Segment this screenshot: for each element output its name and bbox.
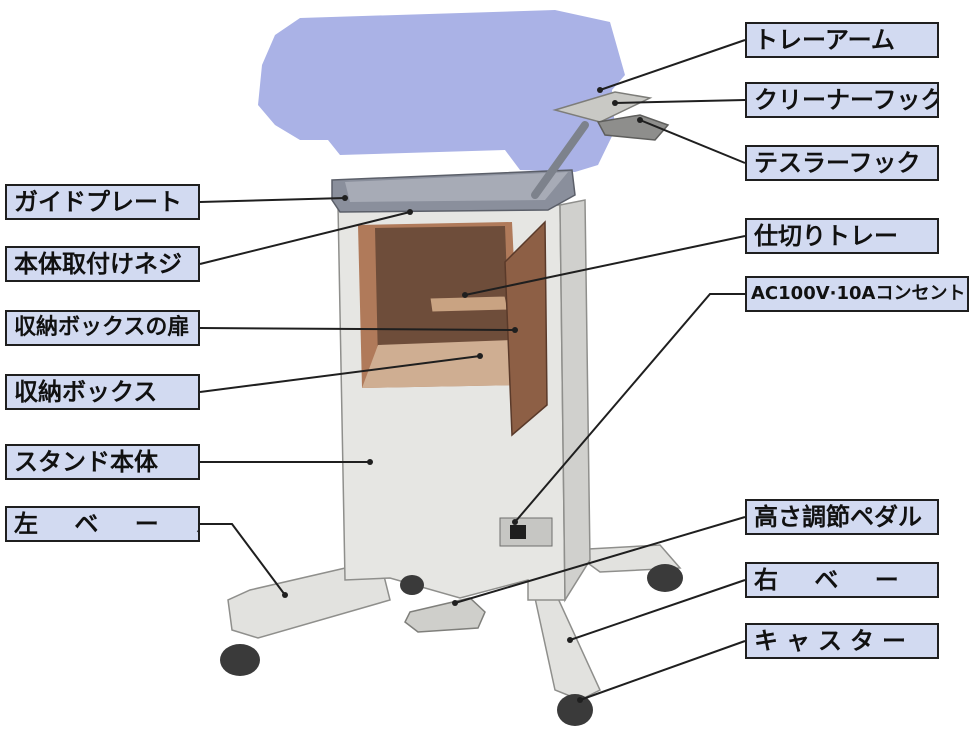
label-body-screw: 本体取付けネジ — [5, 246, 200, 282]
storage-box-door — [504, 220, 548, 437]
label-right-base: 右 ベ ー ス — [745, 562, 939, 598]
leader-outlet — [514, 293, 745, 523]
label-cleaner-hook: クリーナーフック — [745, 82, 939, 118]
leader-caster — [579, 640, 746, 701]
leader-body-screw — [199, 211, 411, 265]
label-tesla-hook: テスラーフック — [745, 145, 939, 181]
label-left-base: 左 ベ ー ス — [5, 506, 200, 542]
storage-box-floor — [362, 340, 520, 388]
divider-tray-shelf — [429, 295, 509, 313]
label-height-pedal: 高さ調節ペダル — [745, 499, 939, 535]
leader-height-pedal — [454, 516, 746, 604]
label-box-door: 収納ボックスの扉 — [5, 310, 200, 346]
cabinet-side — [559, 199, 591, 603]
outlet-socket — [510, 525, 526, 539]
caster-right-front — [557, 694, 593, 726]
rear-right-base — [567, 544, 682, 573]
leader-lines — [199, 39, 746, 701]
cleaner-hook-shape — [552, 91, 653, 123]
leader-right-base — [569, 579, 746, 641]
leader-divider-tray — [464, 235, 746, 296]
guide-plate-top — [345, 172, 568, 202]
label-outlet: AC100V·10Aコンセント — [745, 276, 969, 312]
storage-box-back — [375, 226, 510, 362]
leader-tray-arm — [599, 39, 746, 91]
tesla-hook-shape — [596, 114, 670, 141]
caster-left-front — [220, 644, 260, 676]
label-tray-arm: トレーアーム — [745, 22, 939, 58]
label-stand-body: スタンド本体 — [5, 444, 200, 480]
leader-box-door — [199, 327, 516, 331]
height-pedal — [404, 597, 486, 633]
tray-arm — [531, 121, 589, 199]
leader-dots — [282, 87, 643, 703]
label-caster: キャスター — [745, 623, 939, 659]
leader-cleaner-hook — [614, 99, 746, 104]
device-shadow — [258, 10, 625, 172]
leader-storage-box — [199, 355, 481, 393]
label-guide-plate: ガイドプレート — [5, 184, 200, 220]
label-storage-box: 収納ボックス — [5, 374, 200, 410]
label-divider-tray: 仕切りトレー — [745, 218, 939, 254]
caster-left-rear — [400, 575, 424, 595]
caster-right-rear — [647, 564, 683, 592]
leader-left-base — [200, 523, 286, 596]
leader-tesla-hook — [639, 119, 746, 164]
leader-guide-plate — [199, 197, 346, 203]
